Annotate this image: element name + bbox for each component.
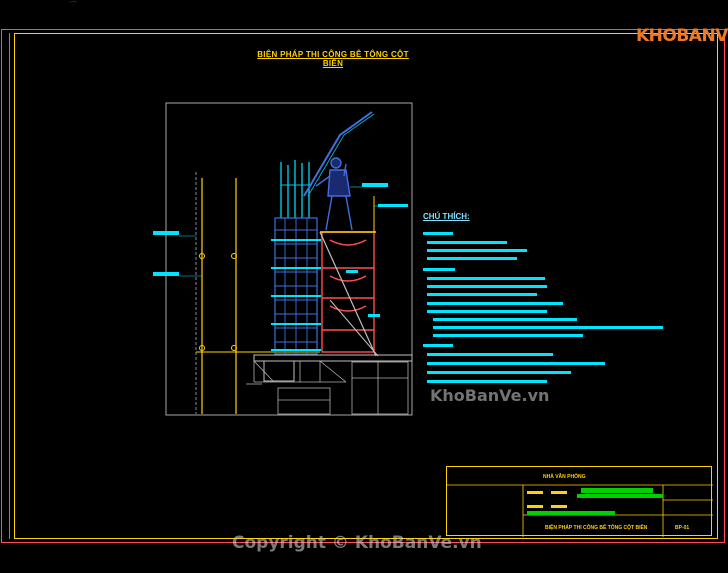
label-tag <box>346 270 358 273</box>
watermark-middle: KhoBanVe.vn <box>430 386 550 405</box>
concrete-pipe <box>303 111 373 197</box>
logo-house-icon <box>69 0 77 3</box>
tie-bolt <box>199 345 205 351</box>
label-tag <box>362 183 388 187</box>
column-formwork <box>271 217 321 355</box>
worker-figure <box>315 157 353 231</box>
label-tag <box>153 231 179 235</box>
inner-frame <box>14 33 718 539</box>
binding-margin-line <box>9 33 10 539</box>
label-tag <box>368 314 380 317</box>
project-name: NHÀ VĂN PHÒNG <box>543 474 586 480</box>
scaffold-frame <box>321 231 375 353</box>
lower-shoring <box>277 361 409 415</box>
outer-frame <box>1 29 725 543</box>
sheet-title: BIỆN PHÁP THI CÔNG BÊ TÔNG CỘT BIÊN <box>545 525 648 531</box>
logo: KHOBANVE <box>636 26 728 46</box>
drawing-title: BIỆN PHÁP THI CÔNG BÊ TÔNG CỘT BIÊN <box>257 50 409 68</box>
notes-heading: CHÚ THÍCH: <box>423 212 470 221</box>
label-tag <box>378 204 408 207</box>
diagonal-brace <box>319 231 377 357</box>
floor-slab <box>253 354 413 362</box>
label-tag <box>153 272 179 276</box>
tie-bolt <box>199 253 205 259</box>
title-block: NHÀ VĂN PHÒNG BIỆN PHÁP THI CÔNG BÊ TÔNG… <box>446 466 713 537</box>
slab-truss <box>253 360 347 383</box>
tie-bolt <box>231 253 237 259</box>
title-block-grid <box>447 484 713 537</box>
rebar-group <box>280 160 310 218</box>
notes-block: CHÚ THÍCH: <box>423 212 683 392</box>
watermark-copyright: Copyright © KhoBanVe.vn <box>232 533 482 553</box>
diagonal-brace <box>329 299 379 357</box>
tie-bolt <box>231 345 237 351</box>
sheet-number: BP-01 <box>675 525 690 531</box>
viewport-border <box>165 102 413 416</box>
